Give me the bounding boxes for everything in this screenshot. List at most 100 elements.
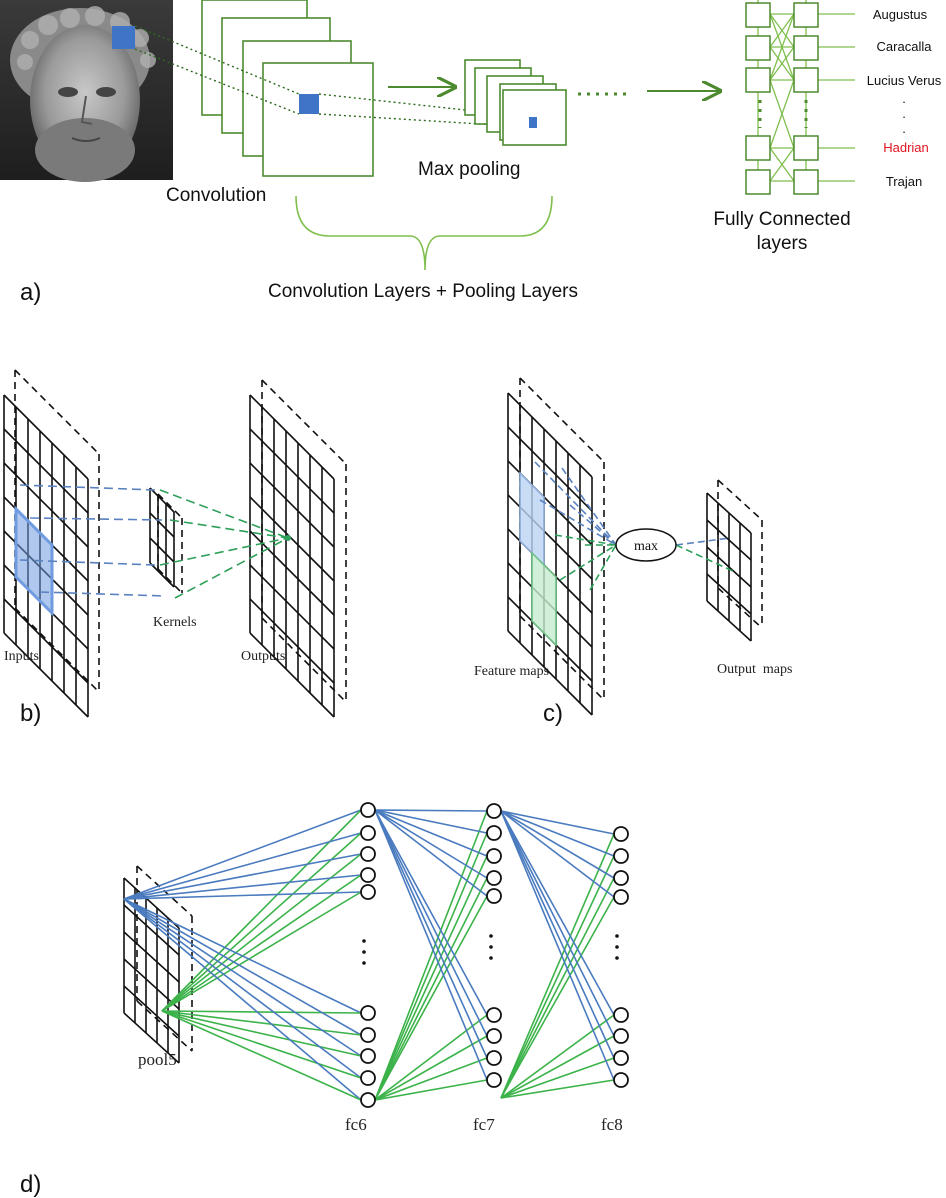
class-label-augustus: Augustus	[873, 7, 928, 22]
pool5-to-fc6-top	[123, 898, 362, 1079]
fc7-to-fc8-bottom	[500, 1079, 615, 1099]
outputs-front-layer-line	[249, 496, 335, 582]
fc6-to-fc7-bottom	[374, 1035, 488, 1101]
fc6-neuron	[360, 1027, 376, 1043]
pool5-to-fc6-top	[123, 898, 362, 1014]
fc7-to-fc8-bottom	[500, 877, 615, 1099]
output-maps-label: Output maps	[717, 662, 792, 677]
outputs-front-layer-line	[249, 428, 335, 514]
fc7-to-fc8-top	[500, 810, 615, 879]
panel-a-letter: a)	[20, 279, 41, 306]
fc7-to-fc8-top	[500, 810, 615, 1016]
max-to-output-green	[675, 544, 736, 573]
input-to-kernel-link	[39, 591, 166, 597]
hadrian-bust-image	[0, 0, 173, 182]
feature-back-layer-line	[519, 377, 605, 463]
fc8-neuron	[613, 1050, 629, 1066]
fc6-to-fc7-top	[374, 809, 488, 812]
fc7-neuron	[486, 1050, 502, 1066]
outputs-back-layer-line	[261, 379, 347, 465]
feature-green-region	[531, 551, 557, 647]
fc6-neuron	[360, 802, 376, 818]
fc6-to-fc7-bottom	[374, 1014, 488, 1101]
pool5-to-fc6-bottom	[161, 1010, 362, 1079]
fc6-neuron	[360, 867, 376, 883]
class-label-lucius-verus: Lucius Verus	[867, 73, 942, 88]
blue-to-max-link	[569, 504, 617, 546]
pool5-grid	[123, 865, 193, 1064]
outputs-front-layer-line	[249, 598, 335, 684]
fc8-neuron	[613, 889, 629, 905]
convolution-label: Convolution	[166, 185, 266, 206]
pool5-to-fc6-top	[123, 853, 362, 900]
kernel-front-layer-line	[149, 562, 175, 588]
max-label: max	[634, 539, 658, 554]
output-map-front-layer-line	[706, 492, 752, 534]
fc8-neuron	[613, 848, 629, 864]
outputs-front-layer-line	[249, 462, 335, 548]
inputs-front-layer-line	[3, 428, 89, 514]
fc6-neuron	[360, 825, 376, 841]
output-point	[285, 535, 291, 541]
pool5-to-fc6-bottom	[161, 891, 362, 1012]
fc7-to-fc8-bottom	[500, 896, 615, 1099]
output-map-front-layer-line	[706, 519, 752, 561]
kernels-grid	[149, 487, 183, 594]
fc6-neuron	[360, 884, 376, 900]
class-ellipsis-dot-2: .	[902, 106, 906, 121]
kernel-to-output-link	[174, 537, 289, 599]
fc7-to-fc8-top	[500, 810, 615, 1037]
fc6-to-fc7-bottom	[374, 895, 488, 1101]
feature-blue-region	[519, 471, 545, 567]
kernel-back-layer-line	[157, 493, 183, 519]
inputs-grid	[3, 369, 100, 718]
inputs-front-layer-line	[3, 462, 89, 548]
class-label-trajan: Trajan	[886, 174, 922, 189]
inputs-back-layer-line	[14, 607, 100, 693]
feature-front-layer-line	[507, 630, 593, 716]
pool5-to-fc6-bottom	[161, 1010, 362, 1101]
pooling-connection-lines	[534, 461, 736, 591]
pool5-to-fc6-top	[123, 832, 362, 900]
fc7-neuron	[486, 888, 502, 904]
outputs-front-layer-line	[249, 530, 335, 616]
class-ellipsis-dot-1: .	[902, 91, 906, 106]
panel-d-letter: d)	[20, 1171, 41, 1198]
fc6-to-fc7-top	[374, 809, 488, 897]
fc7-to-fc8-bottom	[500, 833, 615, 1099]
fc8-label: fc8	[601, 1115, 623, 1134]
pool5-to-fc6-bottom	[161, 1010, 362, 1057]
feature-maps-grid	[507, 377, 605, 716]
fc8-neuron	[613, 1028, 629, 1044]
pool5-to-fc6-top	[123, 874, 362, 900]
fc6-neuron	[360, 1070, 376, 1086]
fc7-to-fc8-bottom	[500, 855, 615, 1099]
grouping-brace	[295, 195, 553, 271]
neuron-nodes	[360, 802, 629, 1108]
fc7-to-fc8-top	[500, 810, 615, 857]
outputs-front-layer-line	[249, 564, 335, 650]
fully-connected-label-line1: Fully Connected	[713, 209, 850, 230]
panel-c: max Feature maps Output maps c)	[474, 377, 792, 727]
output-map-front-layer-line	[706, 600, 752, 642]
pool5-to-fc6-top	[123, 891, 362, 900]
fc7-neuron	[486, 825, 502, 841]
fc8-neuron	[613, 870, 629, 886]
feature-maps-label: Feature maps	[474, 664, 549, 679]
inputs-label: Inputs	[4, 649, 39, 664]
fc6-to-fc7-bottom	[374, 855, 488, 1101]
fc8-neuron	[613, 826, 629, 842]
fc7-neuron	[486, 1072, 502, 1088]
fc7-to-fc8-bottom	[500, 1035, 615, 1099]
class-label-caracalla: Caracalla	[877, 39, 933, 54]
fc8-neuron	[613, 1072, 629, 1088]
kernel-to-output-link	[159, 537, 289, 566]
pooling-stack	[464, 59, 567, 146]
input-to-kernel-link	[19, 484, 156, 491]
fc7-to-fc8-top	[500, 810, 615, 835]
fully-connected-label-line2: layers	[757, 233, 808, 254]
fc7-neuron	[486, 870, 502, 886]
panel-c-letter: c)	[543, 700, 563, 727]
fc6-to-fc7-top	[374, 809, 488, 1081]
brace-label: Convolution Layers + Pooling Layers	[268, 281, 578, 302]
